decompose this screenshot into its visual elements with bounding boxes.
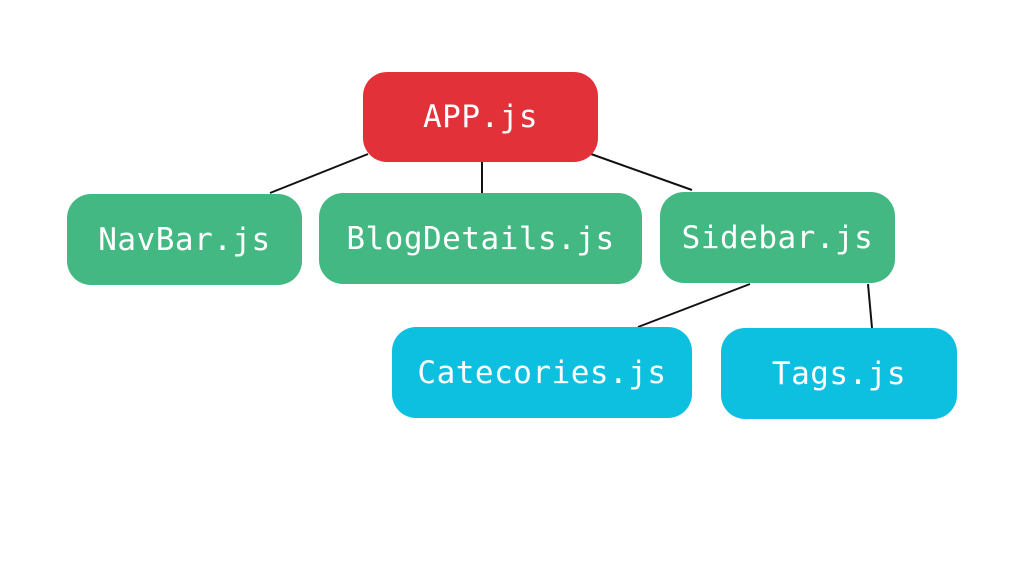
node-tags-js: Tags.js — [721, 328, 957, 419]
node-navbar-js: NavBar.js — [67, 194, 302, 285]
node-app-js: APP.js — [363, 72, 598, 162]
edge-sidebar-tags — [867, 283, 873, 329]
node-catecories-js: Catecories.js — [392, 327, 692, 418]
node-blogdetails-js: BlogDetails.js — [319, 193, 642, 284]
node-label: Catecories.js — [417, 354, 667, 391]
edge-sidebar-categories — [637, 283, 751, 328]
node-label: Tags.js — [771, 355, 907, 392]
node-label: BlogDetails.js — [346, 220, 615, 257]
node-label: NavBar.js — [98, 221, 271, 258]
node-sidebar-js: Sidebar.js — [660, 192, 895, 283]
node-label: Sidebar.js — [681, 219, 874, 256]
edge-app-sidebar — [590, 153, 693, 191]
node-label: APP.js — [423, 99, 538, 135]
edge-app-navbar — [269, 153, 369, 194]
